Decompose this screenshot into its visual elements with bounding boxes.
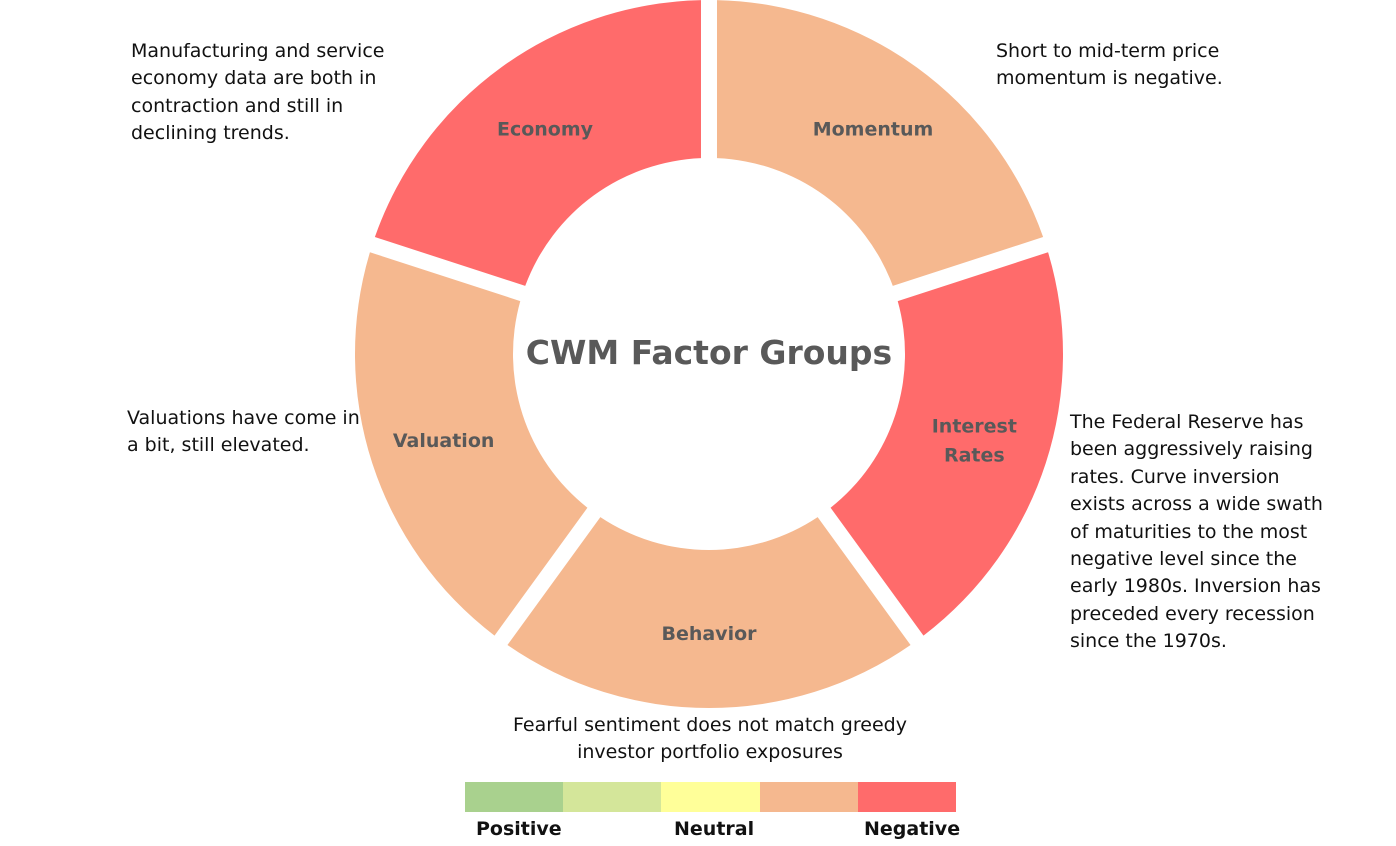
legend-swatch-1: [465, 782, 564, 812]
legend-negative-label: Negative: [864, 818, 961, 840]
legend-neutral-label: Neutral: [674, 818, 755, 840]
legend-swatch-5: [857, 782, 957, 812]
segment-behavior: [507, 517, 911, 708]
legend-color-scale: [465, 782, 957, 812]
segment-interest-rates: [830, 252, 1063, 636]
interest-rates-description: The Federal Reserve has been aggressivel…: [1070, 411, 1323, 653]
behavior-description: Fearful sentiment does not match greedy …: [513, 714, 907, 764]
segment-label-momentum: Momentum: [813, 118, 934, 140]
segment-label-behavior: Behavior: [661, 623, 757, 645]
segment-label-economy: Economy: [497, 118, 594, 140]
segment-valuation: [354, 252, 588, 636]
center-title: CWM Factor Groups: [526, 333, 892, 372]
segment-momentum: [716, 0, 1044, 286]
legend-positive-label: Positive: [476, 818, 562, 840]
legend-swatch-2: [563, 782, 662, 812]
segment-label-interest-rates-2: Rates: [944, 445, 1005, 467]
momentum-description: Short to mid-term price momentum is nega…: [996, 40, 1223, 90]
economy-description: Manufacturing and service economy data a…: [131, 40, 385, 145]
segment-label-interest-rates-1: Interest: [932, 416, 1017, 438]
segment-economy: [374, 0, 702, 286]
valuation-description: Valuations have come in a bit, still ele…: [127, 407, 360, 457]
segment-label-valuation: Valuation: [393, 430, 495, 452]
legend-swatch-3: [661, 782, 760, 812]
legend-swatch-4: [759, 782, 858, 812]
